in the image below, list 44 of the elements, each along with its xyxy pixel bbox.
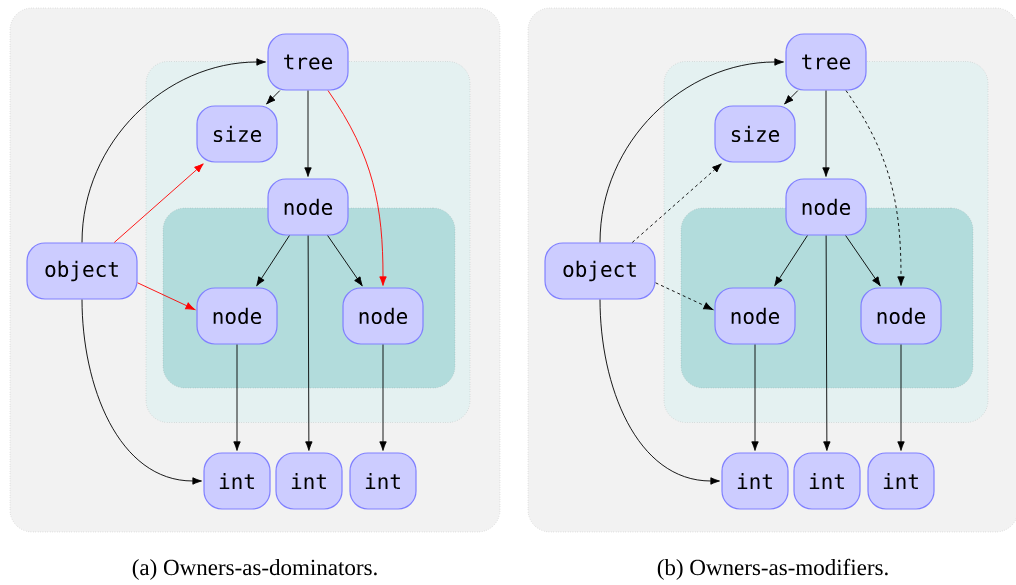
type-box: node xyxy=(785,178,867,236)
arrow xyxy=(599,58,784,243)
arrow xyxy=(327,90,387,286)
arrow xyxy=(304,90,312,177)
arrow xyxy=(305,235,313,451)
arrow xyxy=(266,90,281,105)
type-box: node xyxy=(196,287,278,345)
caption: (b) Owners-as-modifiers. xyxy=(657,558,888,580)
arrow xyxy=(822,90,830,177)
type-box: int xyxy=(721,452,789,510)
arrow xyxy=(379,344,387,451)
arrow xyxy=(751,344,759,451)
arrow xyxy=(845,235,881,287)
arrow xyxy=(599,299,720,485)
arrow xyxy=(897,344,905,451)
arrow xyxy=(327,235,363,287)
arrow xyxy=(81,299,202,485)
arrow xyxy=(81,58,266,243)
arrow xyxy=(784,90,799,105)
type-box: object xyxy=(544,242,656,300)
arrow xyxy=(113,163,204,243)
arrow xyxy=(631,163,722,243)
type-box: node xyxy=(342,287,424,345)
caption: (a) Owners-as-dominators. xyxy=(132,559,377,580)
type-box: object xyxy=(26,242,138,300)
arrow xyxy=(774,235,808,287)
type-box: int xyxy=(349,452,417,510)
type-box: int xyxy=(275,452,343,510)
type-box: int xyxy=(793,452,861,510)
type-box: node xyxy=(267,178,349,236)
type-box: int xyxy=(867,452,935,510)
arrow xyxy=(823,235,831,451)
type-box: tree xyxy=(267,33,349,91)
arrow xyxy=(137,282,196,310)
arrow xyxy=(256,235,290,287)
type-box: int xyxy=(203,452,271,510)
type-box: node xyxy=(860,287,942,345)
type-box: size xyxy=(714,105,796,163)
type-box: size xyxy=(196,105,278,163)
arrow xyxy=(655,282,714,310)
arrow xyxy=(233,344,241,451)
arrow xyxy=(845,90,905,286)
type-box: tree xyxy=(785,33,867,91)
type-box: node xyxy=(714,287,796,345)
